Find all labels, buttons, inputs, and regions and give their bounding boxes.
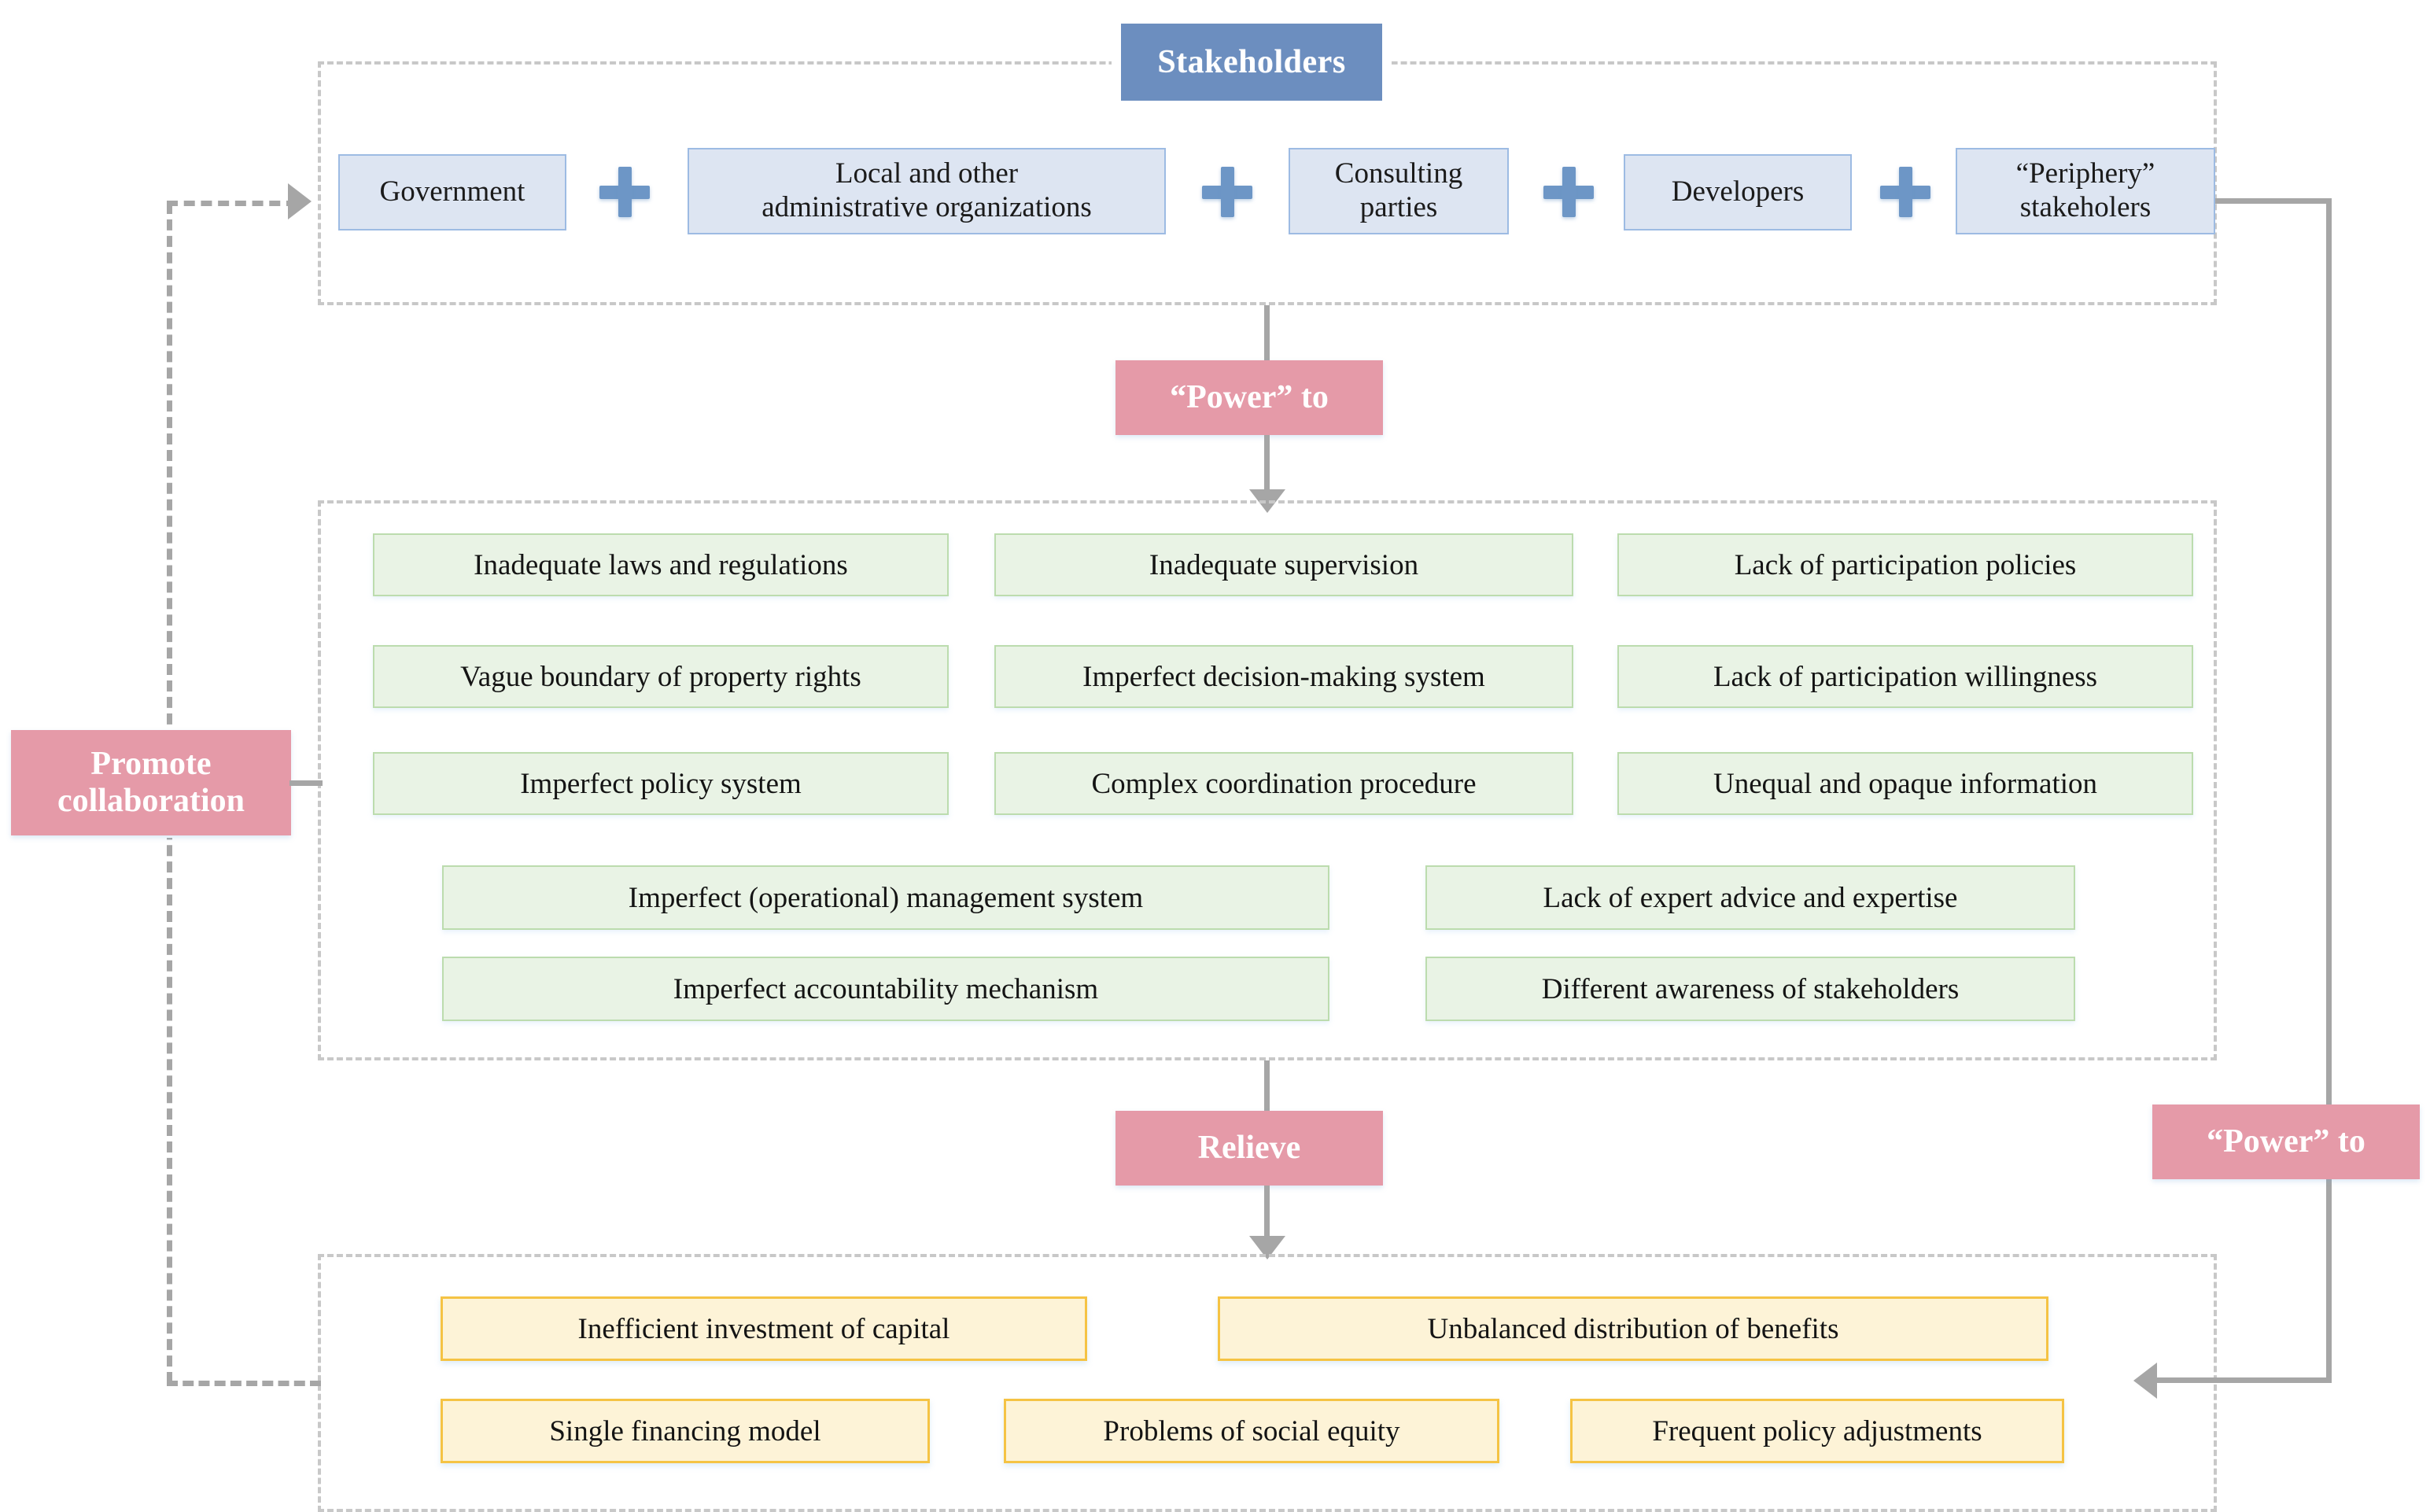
feedback-loop-top-dashed	[167, 201, 297, 206]
connector-problems-to-consequences-lower	[1264, 1186, 1270, 1242]
stakeholder-label-line2: stakeholers	[2019, 191, 2152, 223]
yellow-problem-label: Unbalanced distribution of benefits	[1427, 1312, 1839, 1345]
stakeholder-label: Developers	[1671, 175, 1805, 208]
green-problem-label: Lack of expert advice and expertise	[1543, 881, 1958, 914]
yellow-problem-label: Inefficient investment of capital	[577, 1312, 950, 1345]
yellow-problem-label: Single financing model	[549, 1414, 821, 1447]
yellow-problems-group-container	[318, 1254, 2217, 1512]
right-loop-top-segment	[2215, 198, 2332, 204]
promote-collaboration-label: Promote collaboration	[11, 730, 291, 835]
yellow-problem-box[interactable]: Inefficient investment of capital	[441, 1296, 1087, 1361]
stakeholder-box-local-admin[interactable]: Local and other administrative organizat…	[688, 148, 1166, 234]
green-problem-box[interactable]: Complex coordination procedure	[994, 752, 1573, 815]
green-problem-box[interactable]: Imperfect decision-making system	[994, 645, 1573, 708]
green-problem-box[interactable]: Imperfect accountability mechanism	[442, 957, 1329, 1021]
yellow-problem-label: Problems of social equity	[1103, 1414, 1400, 1447]
stakeholder-label: Government	[379, 175, 525, 208]
stakeholder-label-line2: administrative organizations	[761, 191, 1092, 223]
stakeholder-label-line1: “Periphery”	[2015, 157, 2155, 190]
green-problem-box[interactable]: Lack of participation willingness	[1617, 645, 2193, 708]
stakeholder-box-government[interactable]: Government	[338, 154, 566, 230]
green-problem-box[interactable]: Lack of participation policies	[1617, 533, 2193, 596]
plus-icon-1	[599, 167, 650, 217]
green-problem-label: Imperfect policy system	[520, 767, 802, 800]
green-problem-box[interactable]: Vague boundary of property rights	[373, 645, 949, 708]
green-problem-label: Unequal and opaque information	[1713, 767, 2098, 800]
green-problem-label: Lack of participation willingness	[1713, 660, 2098, 693]
promote-collaboration-line1: Promote	[90, 745, 212, 782]
plus-icon-4	[1880, 167, 1930, 217]
stakeholder-box-periphery[interactable]: “Periphery” stakeholers	[1956, 148, 2215, 234]
connector-stakeholders-to-problems-upper	[1264, 305, 1270, 367]
green-problem-box[interactable]: Inadequate laws and regulations	[373, 533, 949, 596]
green-problem-label: Imperfect (operational) management syste…	[628, 881, 1144, 914]
arrow-right-into-stakeholders	[288, 183, 312, 219]
green-problem-label: Complex coordination procedure	[1091, 767, 1477, 800]
stakeholder-box-consulting-parties[interactable]: Consulting parties	[1289, 148, 1509, 234]
green-problem-label: Lack of participation policies	[1734, 548, 2077, 581]
connector-stakeholders-to-problems-lower	[1264, 435, 1270, 496]
right-loop-bottom-segment	[2155, 1377, 2330, 1383]
green-problem-box[interactable]: Lack of expert advice and expertise	[1425, 865, 2075, 930]
connector-problems-to-consequences-upper	[1264, 1060, 1270, 1112]
stakeholder-label-line2: parties	[1359, 191, 1438, 223]
green-problem-box[interactable]: Imperfect policy system	[373, 752, 949, 815]
stakeholders-header-label: Stakeholders	[1157, 44, 1346, 80]
relieve-label: Relieve	[1115, 1111, 1383, 1186]
power-to-top-label: “Power” to	[1115, 360, 1383, 435]
stakeholder-box-developers[interactable]: Developers	[1624, 154, 1852, 230]
power-to-right-text: “Power” to	[2207, 1123, 2365, 1160]
promote-collab-tick	[289, 780, 323, 786]
green-problem-box[interactable]: Imperfect (operational) management syste…	[442, 865, 1329, 930]
power-to-top-text: “Power” to	[1170, 378, 1329, 415]
stakeholder-label-line1: Consulting	[1334, 157, 1463, 190]
yellow-problem-box[interactable]: Unbalanced distribution of benefits	[1218, 1296, 2048, 1361]
promote-collaboration-line2: collaboration	[57, 783, 245, 819]
yellow-problem-box[interactable]: Frequent policy adjustments	[1570, 1399, 2064, 1463]
feedback-loop-bottom-dashed	[167, 1381, 321, 1386]
green-problem-label: Vague boundary of property rights	[460, 660, 861, 693]
plus-icon-2	[1202, 167, 1252, 217]
right-loop-vertical-segment	[2326, 198, 2332, 1383]
yellow-problem-box[interactable]: Problems of social equity	[1004, 1399, 1499, 1463]
green-problem-label: Inadequate laws and regulations	[474, 548, 848, 581]
power-to-right-label: “Power” to	[2152, 1104, 2420, 1179]
green-problem-label: Imperfect accountability mechanism	[673, 972, 1099, 1005]
green-problem-label: Different awareness of stakeholders	[1541, 972, 1960, 1005]
green-problem-box[interactable]: Different awareness of stakeholders	[1425, 957, 2075, 1021]
stakeholders-header-box: Stakeholders	[1121, 24, 1382, 101]
relieve-text: Relieve	[1197, 1129, 1301, 1166]
green-problem-box[interactable]: Inadequate supervision	[994, 533, 1573, 596]
green-problem-label: Imperfect decision-making system	[1082, 660, 1485, 693]
plus-icon-3	[1543, 167, 1594, 217]
green-problem-label: Inadequate supervision	[1149, 548, 1419, 581]
arrow-left-into-consequences	[2133, 1363, 2157, 1399]
yellow-problem-box[interactable]: Single financing model	[441, 1399, 930, 1463]
yellow-problem-label: Frequent policy adjustments	[1652, 1414, 1982, 1447]
stakeholder-label-line1: Local and other	[835, 157, 1019, 190]
green-problem-box[interactable]: Unequal and opaque information	[1617, 752, 2193, 815]
